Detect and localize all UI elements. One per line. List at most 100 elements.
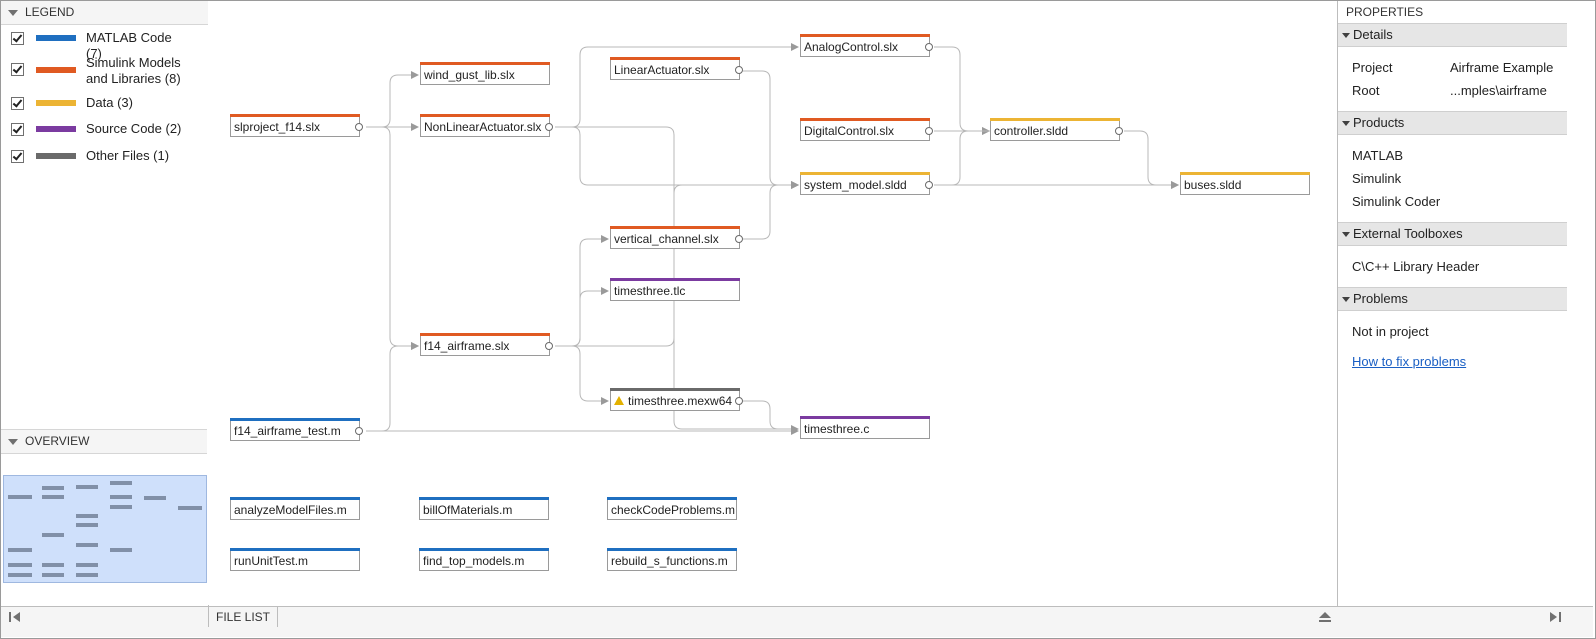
overview-node [42,563,64,567]
problems-body: Not in project How to fix problems [1338,311,1567,379]
legend-checkbox-source[interactable] [11,123,24,136]
file-node-timesthree-mexw64[interactable]: timesthree.mexw64 [610,388,743,411]
collapse-triangle-icon[interactable] [1342,121,1350,126]
products-section-header[interactable]: Products [1338,111,1567,135]
file-node-check-code-problems[interactable]: checkCodeProblems.m [607,497,737,520]
file-node-system-model-sldd[interactable]: system_model.sldd [800,172,933,195]
toolbox-item: C\C++ Library Header [1352,259,1480,274]
collapse-triangle-icon[interactable] [1342,33,1350,38]
source-color-swatch [36,126,76,132]
file-node-label: timesthree.tlc [614,284,686,298]
file-node-label: timesthree.mexw64 [628,394,733,408]
file-node-vertical-channel[interactable]: vertical_channel.slx [610,226,743,249]
bottom-bar: FILE LIST [1,606,1593,637]
file-node-label: buses.sldd [1184,178,1242,192]
overview-minimap[interactable] [3,475,207,583]
legend-label-data: Data (3) [86,95,133,110]
dependency-edges [366,43,1179,435]
products-body: MATLAB Simulink Simulink Coder [1338,135,1567,222]
file-node-timesthree-tlc[interactable]: timesthree.tlc [610,278,740,301]
legend-checkbox-matlab[interactable] [11,32,24,45]
overview-node [8,573,32,577]
collapse-triangle-icon[interactable] [1342,232,1350,237]
port-icon [735,397,743,405]
file-node-bill-of-materials[interactable]: billOfMaterials.m [419,497,549,520]
file-list-tab[interactable]: FILE LIST [208,607,278,627]
legend-checkbox-other[interactable] [11,150,24,163]
dependency-graph-canvas[interactable]: slproject_f14.slx wind_gust_lib.slx NonL… [208,1,1336,605]
overview-node [8,563,32,567]
legend-checkbox-simulink[interactable] [11,63,24,76]
overview-node [8,495,32,499]
file-node-label: rebuild_s_functions.m [611,554,728,568]
overview-node [8,548,32,552]
file-node-label: f14_airframe_test.m [234,424,341,438]
file-node-rebuild-s-functions[interactable]: rebuild_s_functions.m [607,548,737,571]
legend-label-other: Other Files (1) [86,148,170,163]
port-icon [355,123,363,131]
file-node-label: slproject_f14.slx [234,120,321,134]
expand-up-icon[interactable] [1319,612,1331,622]
problems-header-label: Problems [1353,291,1408,306]
file-node-f14-airframe[interactable]: f14_airframe.slx [420,333,553,356]
overview-node [110,548,132,552]
overview-node [42,486,64,490]
product-item: Simulink [1352,171,1402,186]
details-header-label: Details [1353,27,1393,42]
overview-node [76,543,98,547]
problems-section-header[interactable]: Problems [1338,287,1567,311]
products-header-label: Products [1353,115,1405,130]
file-node-label: DigitalControl.slx [804,124,895,138]
file-node-digital-control[interactable]: DigitalControl.slx [800,118,933,141]
details-body: Project Airframe Example Root ...mples\a… [1338,47,1567,111]
root-row: Root ...mples\airframe [1352,79,1553,102]
file-node-nonlinear-actuator[interactable]: NonLinearActuator.slx [420,114,553,137]
simulink-color-swatch [36,67,76,73]
legend-item-data[interactable]: Data (3) [11,95,186,115]
how-to-fix-problems-link[interactable]: How to fix problems [1352,354,1467,369]
overview-header[interactable]: OVERVIEW [1,429,207,454]
collapse-left-icon[interactable] [9,612,21,622]
file-node-find-top-models[interactable]: find_top_models.m [419,548,549,571]
file-node-wind-gust-lib[interactable]: wind_gust_lib.slx [420,62,550,85]
collapse-right-icon[interactable] [1549,612,1561,622]
legend-item-source[interactable]: Source Code (2) [11,121,186,141]
legend-item-matlab[interactable]: MATLAB Code (7) [11,30,186,61]
file-node-slproject-f14[interactable]: slproject_f14.slx [230,114,363,137]
file-node-linear-actuator[interactable]: LinearActuator.slx [610,57,743,80]
collapse-triangle-icon[interactable] [8,439,18,445]
legend-header[interactable]: LEGEND [1,1,208,25]
file-node-label: system_model.sldd [804,178,907,192]
port-icon [925,43,933,51]
root-label: Root [1352,83,1380,98]
overview-node [76,485,98,489]
file-node-label: checkCodeProblems.m [611,503,736,517]
overview-node [76,563,98,567]
file-node-label: find_top_models.m [423,554,525,568]
file-node-analog-control[interactable]: AnalogControl.slx [800,34,933,57]
details-section-header[interactable]: Details [1338,23,1567,47]
file-node-label: analyzeModelFiles.m [234,503,347,517]
legend-item-other[interactable]: Other Files (1) [11,148,186,168]
properties-panel: PROPERTIES Details Project Airframe Exam… [1337,1,1567,606]
file-node-label: NonLinearActuator.slx [424,120,542,134]
legend-checkbox-data[interactable] [11,97,24,110]
overview-node [42,573,64,577]
warning-icon [614,396,624,405]
port-icon [355,427,363,435]
file-node-buses-sldd[interactable]: buses.sldd [1180,172,1310,195]
file-node-analyze-model-files[interactable]: analyzeModelFiles.m [230,497,360,520]
file-node-timesthree-c[interactable]: timesthree.c [800,416,930,439]
external-toolboxes-body: C\C++ Library Header [1338,246,1567,287]
left-panel: LEGEND MATLAB Code (7) Simulink Models a… [1,1,209,606]
file-node-label: f14_airframe.slx [424,339,510,353]
file-node-label: billOfMaterials.m [423,503,513,517]
collapse-triangle-icon[interactable] [8,10,18,16]
file-node-label: vertical_channel.slx [614,232,719,246]
external-toolboxes-section-header[interactable]: External Toolboxes [1338,222,1567,246]
legend-item-simulink[interactable]: Simulink Models and Libraries (8) [11,55,186,86]
collapse-triangle-icon[interactable] [1342,297,1350,302]
file-node-f14-airframe-test[interactable]: f14_airframe_test.m [230,418,363,441]
file-node-controller-sldd[interactable]: controller.sldd [990,118,1123,141]
file-node-run-unit-test[interactable]: runUnitTest.m [230,548,360,571]
